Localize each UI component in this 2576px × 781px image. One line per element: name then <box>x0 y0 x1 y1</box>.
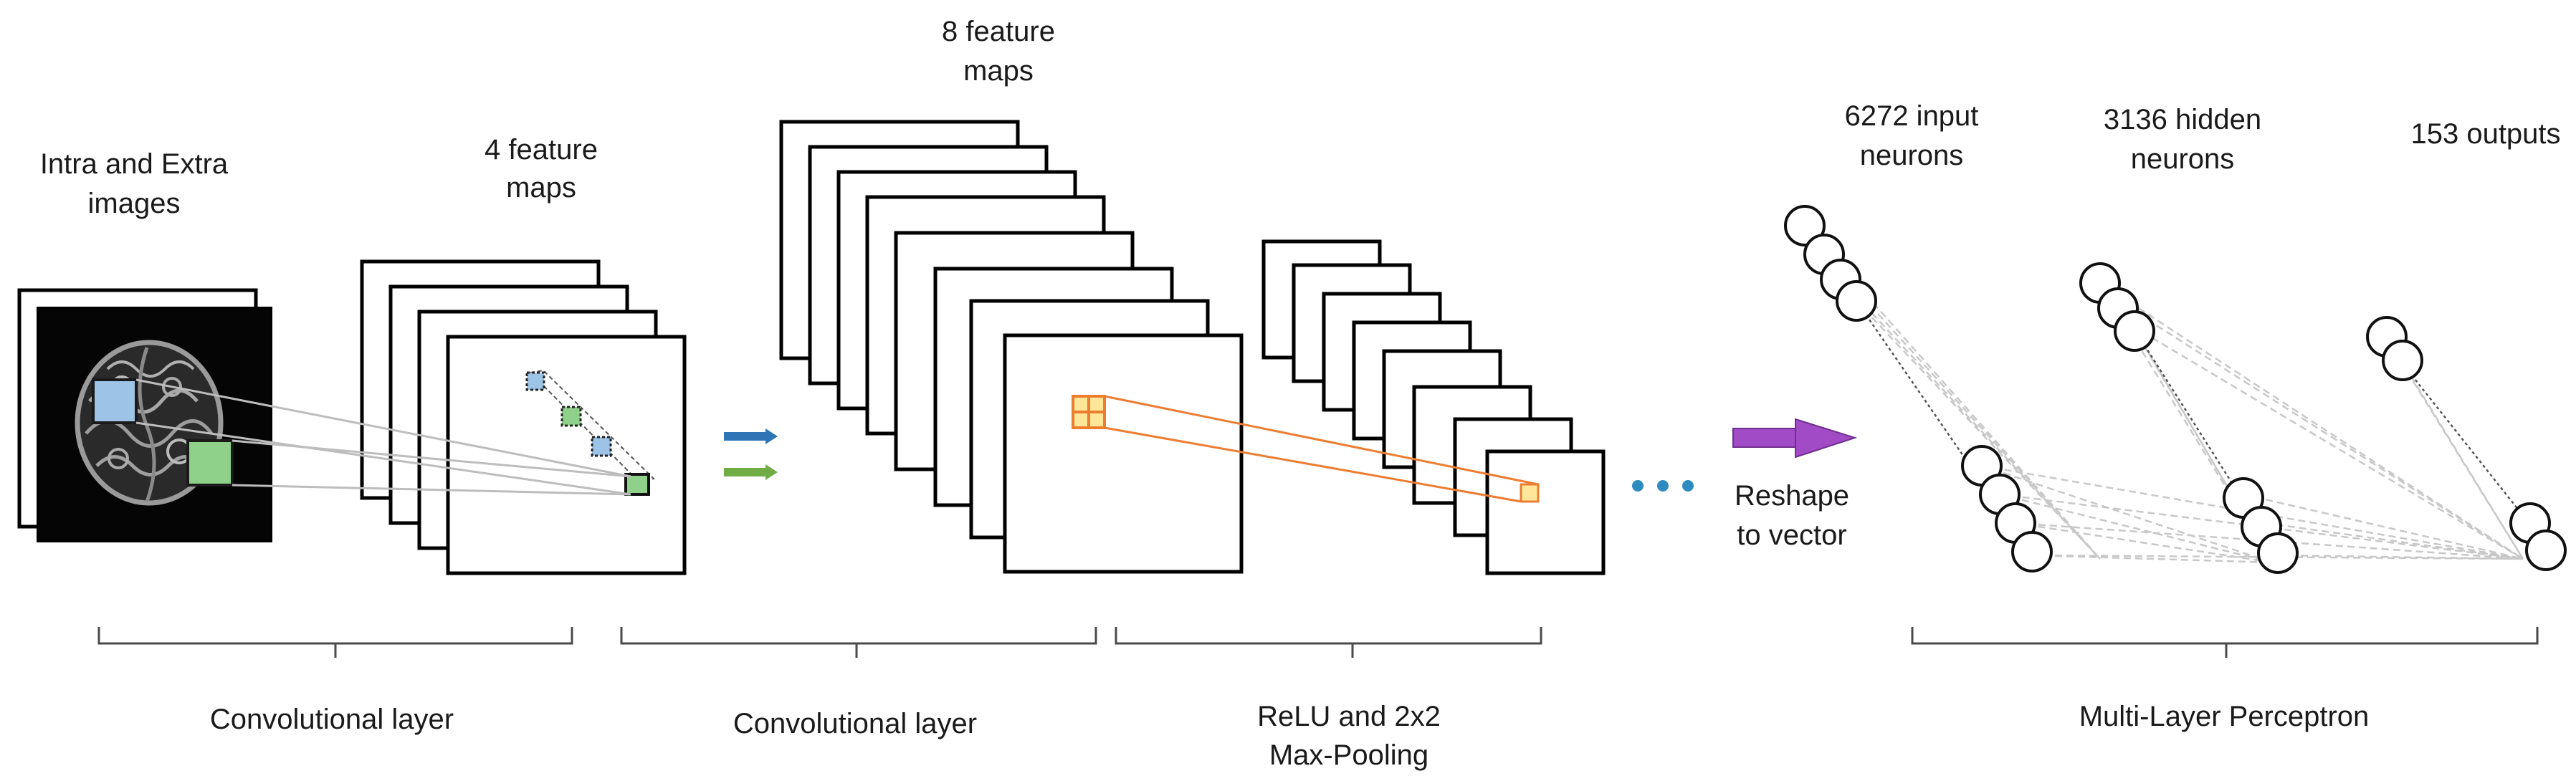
conv2-brace <box>620 627 1097 658</box>
mlp-label: Multi-Layer Perceptron <box>2079 701 2370 732</box>
fm4-label-line2: maps <box>506 172 576 203</box>
pool-label-line2: Max-Pooling <box>1269 739 1428 771</box>
green-patch <box>186 439 234 487</box>
input-neuron <box>1784 205 1826 246</box>
conv1-label: Convolutional layer <box>210 704 454 735</box>
input-neuron <box>2011 531 2053 572</box>
right-arrow-icon <box>1732 418 1858 459</box>
reshape-label-line2: to vector <box>1737 519 1846 551</box>
mlp-neurons <box>1784 205 2567 574</box>
conv1-projection-lines <box>135 378 631 496</box>
hidden-neuron <box>2257 532 2299 574</box>
input-label-line1: Intra and Extra <box>40 148 229 180</box>
green-output-pixel <box>624 473 650 496</box>
mlp-connections <box>1804 225 2552 564</box>
outputs-label: 153 outputs <box>2410 118 2560 150</box>
pool-label-line1: ReLU and 2x2 <box>1257 701 1441 732</box>
conv2-label: Convolutional layer <box>733 708 977 739</box>
conv1-brace <box>97 627 573 658</box>
pooling-brace <box>1115 627 1542 658</box>
mlp-brace <box>1911 627 2539 658</box>
hidden-neuron <box>2114 310 2155 352</box>
output-neuron <box>2382 340 2423 381</box>
input-neurons-label-line2: neurons <box>1860 140 1964 171</box>
output-neuron <box>2525 530 2567 571</box>
orange-kernel-grid <box>1072 395 1106 429</box>
small-arrows <box>724 428 778 480</box>
pooling-projection-lines <box>1104 395 1539 503</box>
blue-patch <box>92 378 138 424</box>
text-labels: Intra and Extra images 4 feature maps 8 … <box>40 16 2561 771</box>
pooled-pixel <box>1520 483 1540 503</box>
input-label-line2: images <box>88 188 181 219</box>
input-neuron <box>1836 280 1877 322</box>
fm8-label-line2: maps <box>963 55 1034 87</box>
reshape-label-line1: Reshape <box>1735 480 1849 512</box>
input-images <box>17 288 272 542</box>
pooled-maps <box>1261 239 1606 575</box>
hidden-neurons-label-line2: neurons <box>2131 143 2235 175</box>
input-neurons-label-line1: 6272 input <box>1845 100 1979 132</box>
fm4-label-line1: 4 feature <box>485 134 598 166</box>
feature-maps-4 <box>360 259 687 575</box>
fm8-label-line1: 8 feature <box>942 16 1055 47</box>
braces <box>97 627 2539 658</box>
ellipsis-icon <box>1632 480 1694 492</box>
hidden-neurons-label-line1: 3136 hidden <box>2104 104 2261 135</box>
feature-maps-8 <box>779 120 1244 574</box>
